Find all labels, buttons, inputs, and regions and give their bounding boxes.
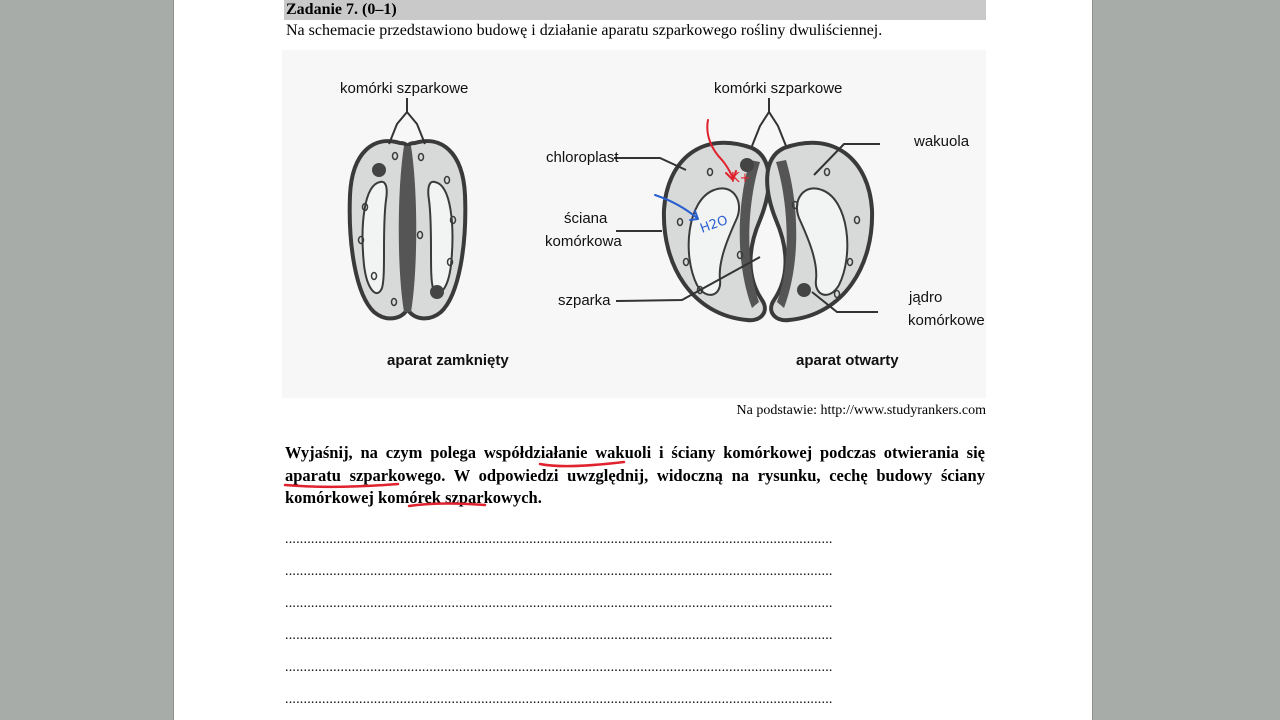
stomata-diagram	[282, 50, 986, 398]
task-intro: Na schemacie przedstawiono budowę i dzia…	[286, 22, 882, 40]
stoma-label: szparka	[558, 292, 611, 309]
nucleus-label-line1: jądro	[909, 289, 942, 306]
chloroplast-label: chloroplast	[546, 149, 619, 166]
figure-source: Na podstawie: http://www.studyrankers.co…	[737, 403, 987, 419]
vacuole-label: wakuola	[914, 133, 969, 150]
nucleus-label-line2: komórkowe	[908, 312, 985, 329]
open-top-label: komórki szparkowe	[714, 80, 842, 97]
closed-top-label: komórki szparkowe	[340, 80, 468, 97]
exam-page: Zadanie 7. (0–1) Na schemacie przedstawi…	[173, 0, 1093, 720]
answer-line[interactable]: ........................................…	[285, 597, 983, 611]
question-text: Wyjaśnij, na czym polega współdziałanie …	[285, 442, 985, 510]
answer-line[interactable]: ........................................…	[285, 565, 983, 579]
open-caption: aparat otwarty	[796, 352, 899, 369]
answer-line[interactable]: ........................................…	[285, 661, 983, 675]
cell-wall-label-line1: ściana	[564, 210, 607, 227]
stomata-figure: komórki szparkowe aparat zamknięty komór…	[282, 50, 986, 398]
cell-wall-label-line2: komórkowa	[545, 233, 622, 250]
closed-caption: aparat zamknięty	[387, 352, 509, 369]
task-title: Zadanie 7. (0–1)	[286, 1, 397, 19]
answer-line[interactable]: ........................................…	[285, 533, 983, 547]
answer-line[interactable]: ........................................…	[285, 693, 983, 707]
answer-line[interactable]: ........................................…	[285, 629, 983, 643]
